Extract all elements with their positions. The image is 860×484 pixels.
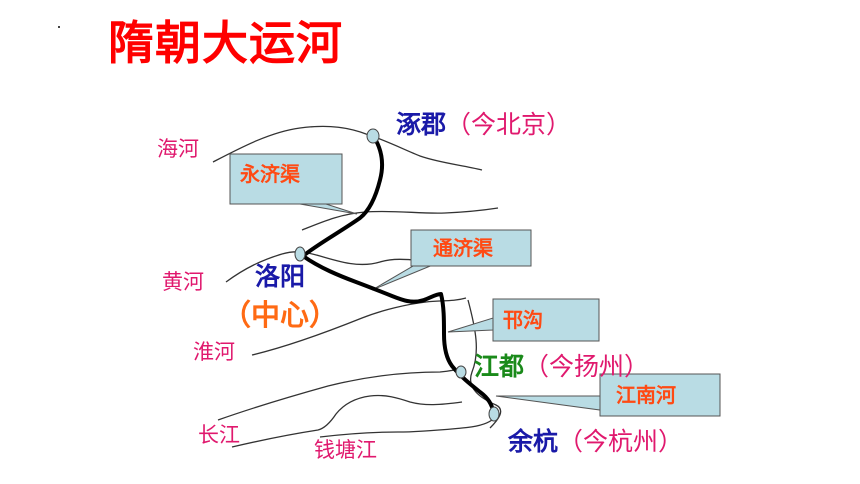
city-zhuojun: 涿郡（今北京） (396, 110, 571, 140)
luoyang-marker (294, 246, 306, 262)
grand-canal-route (301, 135, 496, 416)
city-yuhang: 余杭（今杭州） (508, 427, 683, 457)
city-yuhang-modern: （今杭州） (558, 427, 684, 456)
canal-tongji-label: 通济渠 (433, 236, 493, 260)
city-jiangdu: 江都（今扬州） (474, 352, 649, 382)
yongji-bank-line (301, 207, 499, 231)
label-qiantang-river: 钱塘江 (314, 438, 377, 462)
canal-yongji-label: 永济渠 (240, 162, 300, 186)
yuhang-marker (488, 406, 500, 422)
callout-boxes (229, 153, 721, 417)
label-huai-river: 淮河 (193, 340, 235, 364)
chang-river-line-lower (231, 394, 463, 448)
zhuojun-marker (366, 128, 380, 144)
hangou-box (492, 298, 600, 342)
city-luoyang: 洛阳 (255, 262, 305, 292)
city-luoyang-center: （中心） (222, 298, 339, 332)
label-hai-river: 海河 (157, 137, 199, 161)
city-zhuojun-name: 涿郡 (396, 110, 447, 139)
river-outlines (212, 125, 521, 448)
city-luoyang-name: 洛阳 (255, 262, 306, 291)
jiangnan-pointer (495, 395, 601, 411)
yongji-pointer (299, 203, 358, 215)
yongji-box (229, 153, 343, 205)
label-huang-river: 黄河 (162, 270, 204, 294)
city-zhuojun-modern: （今北京） (446, 110, 572, 139)
qiantang-river-line (319, 419, 493, 438)
jiangdu-marker (455, 365, 467, 379)
city-jiangdu-name: 江都 (474, 352, 525, 381)
corner-dot (58, 26, 60, 28)
page-title: 隋朝大运河 (108, 16, 343, 70)
chang-river-line-upper (217, 367, 463, 421)
city-jiangdu-modern: （今扬州） (524, 352, 650, 381)
jiangnan-box (599, 373, 721, 417)
canal-hangou-label: 邗沟 (503, 308, 543, 332)
label-chang-river: 长江 (198, 423, 240, 447)
city-markers (294, 128, 500, 422)
hai-river-line (212, 125, 483, 171)
tongji-box (410, 229, 532, 267)
hangou-pointer (447, 317, 494, 333)
canal-jiangnan-label: 江南河 (616, 383, 676, 407)
city-yuhang-name: 余杭 (508, 427, 559, 456)
